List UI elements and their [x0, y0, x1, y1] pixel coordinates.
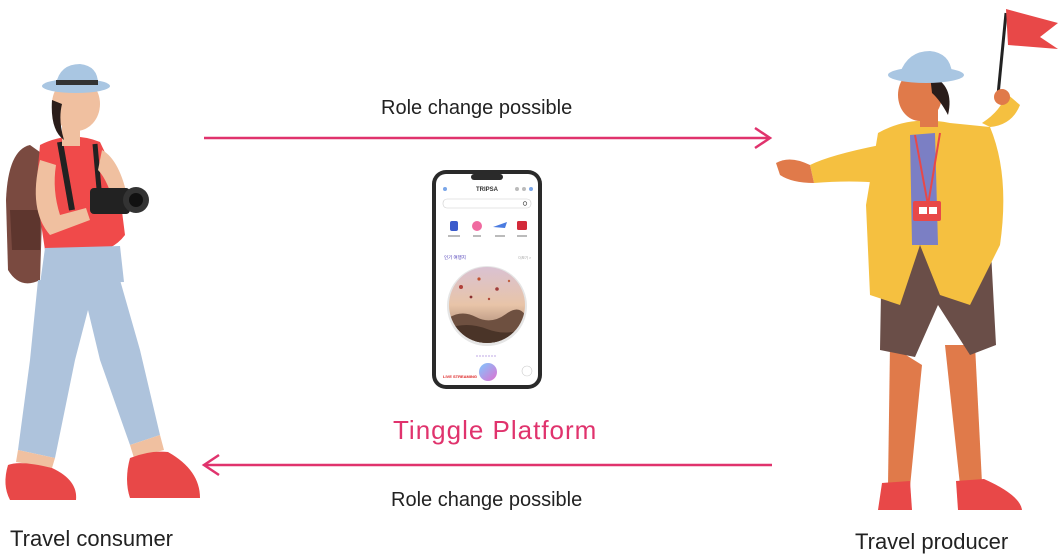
- travel-producer-illustration: [776, 9, 1058, 510]
- right-caption: Travel producer: [855, 529, 1009, 554]
- phone-live-label: LIVE STREAMING: [443, 374, 477, 379]
- phone-section-title: 인기 여행지: [444, 254, 466, 261]
- phone-section-more: 더보기 >: [518, 255, 531, 260]
- phone-app-title: TRIPSA: [476, 187, 499, 193]
- flag-icon: [1006, 9, 1058, 49]
- phone-search-bar: [442, 198, 532, 209]
- phone-category-icon: [493, 222, 507, 228]
- phone-mockup: TRIPSA 인기 여행지 더보기 >: [432, 170, 542, 389]
- phone-search-icon: [522, 201, 528, 206]
- right-arrow: [204, 126, 773, 150]
- left-arrow: [201, 453, 772, 477]
- phone-live-button: [479, 363, 497, 381]
- phone-category-icon: [517, 221, 527, 230]
- bottom-arrow-label: Role change possible: [391, 489, 583, 511]
- left-caption: Travel consumer: [10, 526, 174, 551]
- phone-category-icon: [472, 221, 482, 231]
- top-arrow-label: Role change possible: [381, 97, 573, 119]
- travel-consumer-illustration: [5, 64, 200, 500]
- phone-category-icon: [450, 221, 458, 231]
- phone-destination-photo: [449, 267, 525, 343]
- platform-name: Tinggle Platform: [393, 415, 598, 445]
